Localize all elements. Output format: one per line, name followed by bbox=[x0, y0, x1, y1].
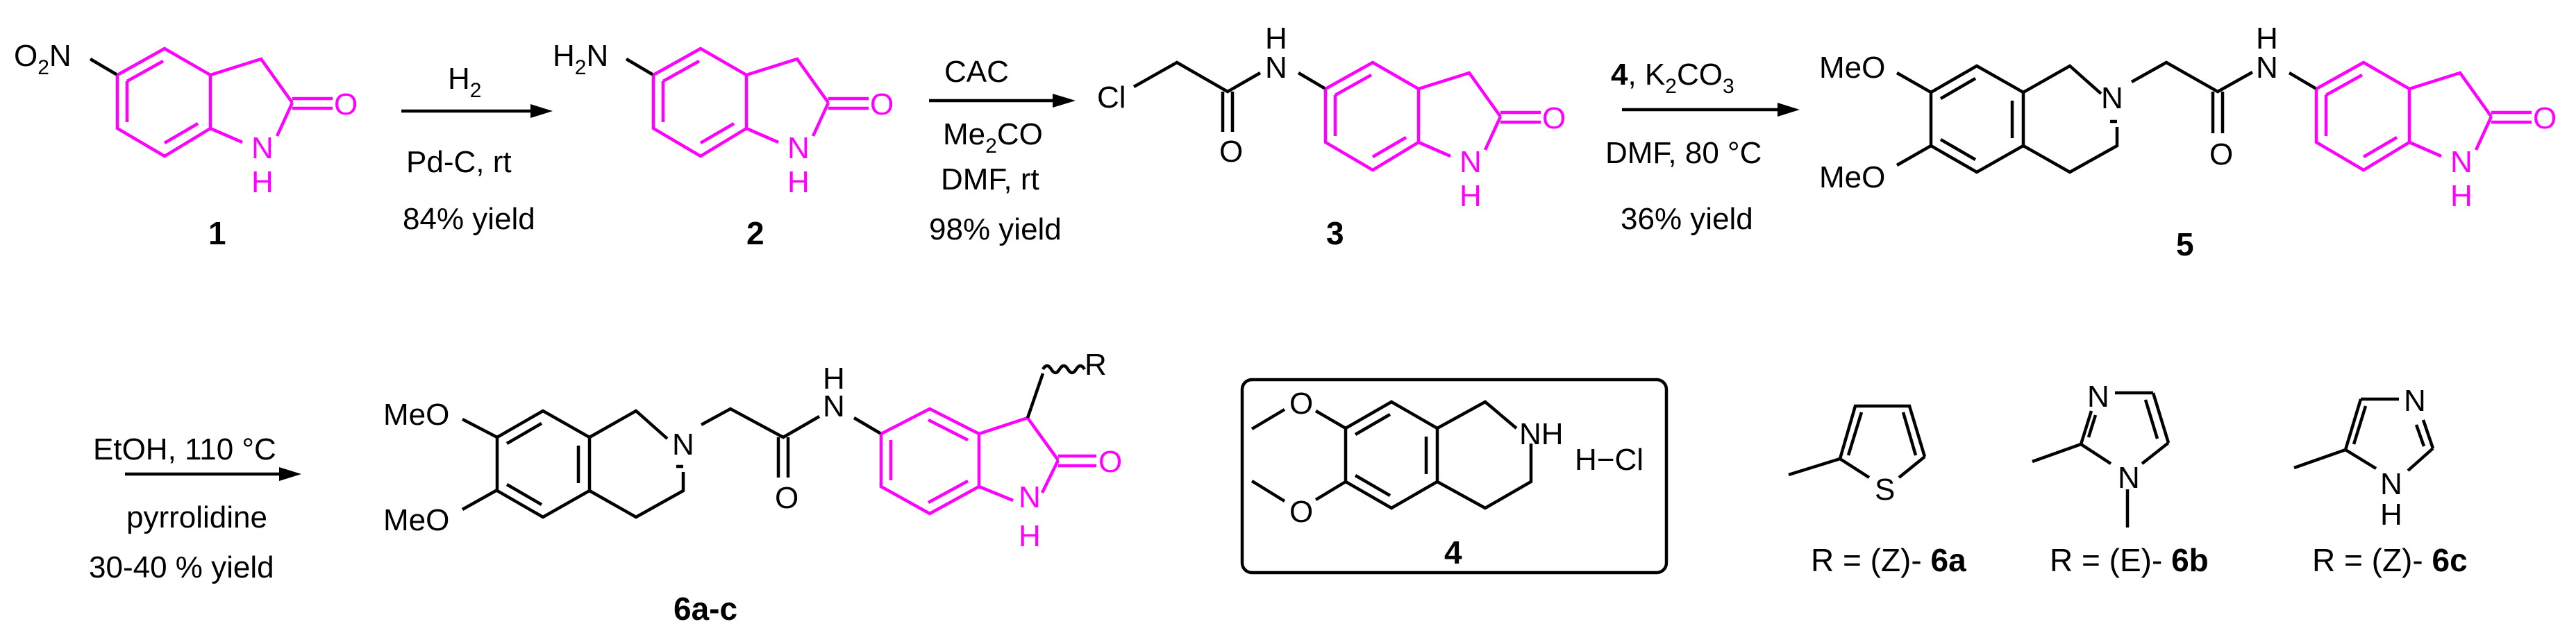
condition-dmf-rt: DMF, rt bbox=[941, 162, 1039, 196]
lactam-oxygen: O bbox=[870, 87, 894, 121]
oxindole-core bbox=[879, 407, 1096, 516]
tetrahydroisoquinoline-core bbox=[1344, 400, 1533, 510]
reagent-h2: H2 bbox=[448, 62, 481, 102]
wavy-bond bbox=[1042, 364, 1086, 375]
tetrahydroisoquinoline-core bbox=[1931, 66, 2117, 172]
reaction-step-2: CAC Me2CO DMF, rt 98% yield bbox=[929, 55, 1076, 246]
arrow-head-icon bbox=[1053, 94, 1076, 108]
r-group-label-6c: R = (Z)- 6c bbox=[2312, 542, 2468, 578]
compound-label-4: 4 bbox=[1444, 534, 1462, 571]
reaction-step-4: EtOH, 110 °C pyrrolidine 30-40 % yield bbox=[89, 432, 301, 584]
yield-step-2: 98% yield bbox=[929, 212, 1062, 246]
imidazole-n3: N bbox=[2404, 384, 2426, 418]
r-group-6b-methylimidazole: N N R = (E)- 6b bbox=[2032, 380, 2209, 578]
r-group-label: R bbox=[1085, 348, 1107, 382]
arrow-head-icon bbox=[279, 467, 301, 481]
ring-nitrogen: N bbox=[2101, 81, 2123, 115]
r-group-6a-thiophene: S R = (Z)- 6a bbox=[1788, 404, 1966, 578]
lactam-nitrogen: N bbox=[1460, 145, 1482, 179]
amino-group-label: H2N bbox=[553, 39, 608, 79]
lactam-nitrogen: N bbox=[2450, 145, 2473, 179]
compound-3: Cl O N H O N H 3 bbox=[1097, 22, 1566, 251]
imidazole-h: H bbox=[2380, 498, 2402, 532]
amide-oxygen: O bbox=[1219, 135, 1243, 169]
amide-oxygen: O bbox=[775, 481, 798, 515]
oxygen-bottom: O bbox=[1289, 495, 1313, 529]
amide-oxygen: O bbox=[2209, 137, 2233, 171]
lactam-oxygen: O bbox=[334, 87, 358, 121]
oxygen-top: O bbox=[1289, 387, 1313, 421]
compound-label-2: 2 bbox=[746, 215, 764, 251]
compound-6a-c: MeO MeO N O N H R O N H 6 bbox=[383, 348, 1122, 627]
condition-dmf-80c: DMF, 80 °C bbox=[1605, 136, 1762, 170]
lactam-hydrogen: H bbox=[2450, 179, 2473, 213]
compound-label-3: 3 bbox=[1326, 215, 1344, 251]
oxindole-core bbox=[653, 49, 869, 156]
r-group-label-6a: R = (Z)- 6a bbox=[1811, 542, 1966, 578]
lactam-hydrogen: H bbox=[1460, 179, 1482, 213]
base-pyrrolidine: pyrrolidine bbox=[126, 500, 267, 534]
reaction-step-1: H2 Pd-C, rt 84% yield bbox=[401, 62, 553, 236]
compound-label-6a-c: 6a-c bbox=[674, 591, 737, 627]
compound-1: O2N O N H 1 bbox=[14, 39, 358, 251]
lactam-nitrogen: N bbox=[251, 131, 274, 165]
methoxy-top: MeO bbox=[383, 398, 449, 432]
lactam-oxygen: O bbox=[1098, 445, 1122, 479]
lactam-nitrogen: N bbox=[787, 131, 810, 165]
oxindole-core bbox=[2316, 62, 2532, 170]
hydrochloride: H−Cl bbox=[1575, 443, 1644, 477]
r-group-label-6b: R = (E)- 6b bbox=[2050, 542, 2209, 578]
condition-etoh-110c: EtOH, 110 °C bbox=[93, 432, 276, 466]
methoxy-top: MeO bbox=[1819, 51, 1885, 85]
compound-5: MeO MeO N O N H O N H 5 bbox=[1819, 22, 2557, 262]
lactam-hydrogen: H bbox=[1019, 519, 1041, 553]
yield-step-1: 84% yield bbox=[403, 202, 535, 236]
yield-step-4: 30-40 % yield bbox=[89, 550, 274, 584]
amide-nitrogen: N bbox=[1265, 51, 1287, 85]
amide-nitrogen: N bbox=[823, 389, 845, 423]
compound-2: H2N O N H 2 bbox=[553, 39, 894, 251]
r-group-6c-imidazole: N N H R = (Z)- 6c bbox=[2293, 384, 2468, 578]
solvent-acetone: Me2CO bbox=[943, 117, 1043, 158]
lactam-oxygen: O bbox=[2533, 101, 2557, 135]
imidazole-n1: N bbox=[2118, 461, 2140, 495]
lactam-hydrogen: H bbox=[787, 165, 810, 199]
arrow-head-icon bbox=[530, 104, 553, 118]
sulfur-atom: S bbox=[1875, 473, 1895, 507]
reagent-cac: CAC bbox=[944, 55, 1009, 89]
ring-nitrogen: N bbox=[672, 428, 694, 462]
lactam-oxygen: O bbox=[1542, 101, 1566, 135]
amide-nitrogen: N bbox=[2256, 51, 2278, 85]
imidazole-n3: N bbox=[2087, 380, 2109, 414]
arrow-head-icon bbox=[1778, 103, 1800, 117]
amide-hydrogen: H bbox=[2256, 22, 2278, 56]
amide-hydrogen: H bbox=[823, 362, 845, 396]
methoxy-bottom: MeO bbox=[383, 503, 449, 537]
compound-4-box: O O NH H−Cl 4 bbox=[1240, 378, 1668, 575]
compound-label-5: 5 bbox=[2176, 226, 2194, 262]
methoxy-bottom: MeO bbox=[1819, 160, 1885, 194]
imidazole-n1: N bbox=[2380, 467, 2402, 501]
nitro-group-label: O2N bbox=[14, 39, 72, 79]
amide-hydrogen: H bbox=[1265, 22, 1287, 56]
condition-catalyst: Pd-C, rt bbox=[406, 145, 512, 179]
reaction-step-3: 4, K2CO3 DMF, 80 °C 36% yield bbox=[1605, 58, 1800, 236]
oxindole-core bbox=[1325, 62, 1541, 170]
oxindole-core bbox=[117, 49, 333, 156]
amine-nh: NH bbox=[1519, 417, 1564, 451]
compound-label-1: 1 bbox=[208, 215, 226, 251]
chlorine-atom: Cl bbox=[1097, 81, 1126, 115]
reagent-box bbox=[1240, 378, 1668, 575]
yield-step-3: 36% yield bbox=[1621, 202, 1753, 236]
exocyclic-double-bond bbox=[1026, 373, 1045, 419]
lactam-nitrogen: N bbox=[1019, 480, 1041, 514]
lactam-hydrogen: H bbox=[251, 165, 274, 199]
tetrahydroisoquinoline-core bbox=[497, 411, 683, 517]
reagent-4-k2co3: 4, K2CO3 bbox=[1611, 58, 1734, 98]
